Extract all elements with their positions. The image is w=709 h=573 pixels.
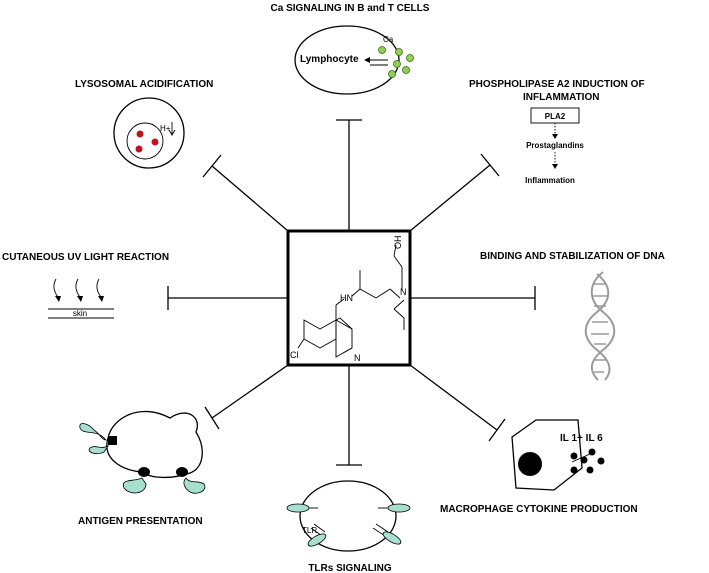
proton-label: H+ [160,124,171,133]
connector-lower-right-bar [488,418,506,442]
lysosome-particles [135,130,159,153]
lymphocyte-label: Lymphocyte [300,54,359,65]
label-macrophage: MACROPHAGE CYTOKINE PRODUCTION [440,504,638,515]
tertiary-amine-label: N [400,287,407,297]
calcium-ions [378,46,414,78]
chlorine-label: Cl [290,350,299,360]
lymphocyte-cell [294,25,400,95]
label-phospholipase-1: PHOSPHOLIPASE A2 INDUCTION OF [469,79,645,90]
benzene-ring [303,319,337,349]
tlr-receptors [286,503,411,547]
inflammation-label: Inflammation [525,176,575,185]
connector-lower-right [409,364,498,431]
label-lysosomal: LYSOSOMAL ACIDIFICATION [75,79,213,90]
tlr-cell [299,480,397,552]
tlr-label: TLR [302,526,317,535]
macrophage-nucleus [518,452,542,476]
chloroquine-structure [297,244,405,358]
cytokine-arrow [571,453,591,463]
secondary-amine-label: HN [340,293,353,303]
label-phospholipase-2: INFLAMMATION [523,92,599,103]
ring-nitrogen-label: N [354,353,361,363]
label-cutaneous: CUTANEOUS UV LIGHT REACTION [2,252,169,263]
mhc-receptors [79,423,206,494]
connector-lower-left [211,364,289,419]
label-tlrs: TLRs SIGNALING [308,563,392,573]
pla2-label: PLA2 [545,112,566,121]
skin-label: skin [73,309,87,318]
label-antigen: ANTIGEN PRESENTATION [78,516,203,527]
antigen-presenting-cell [106,410,203,479]
connector-lower-left-bar [204,406,220,430]
uv-light-arrows [53,278,104,302]
label-ca-signaling: Ca SIGNALING IN B and T CELLS [271,3,430,14]
lysosome-inner [126,122,164,160]
cytokine-dots [570,448,605,474]
inhibition-connectors [167,119,536,466]
dna-helix [584,271,616,381]
pyridine-ring [335,317,353,358]
cytokine-label: IL 1+ IL 6 [560,433,603,444]
connector-upper-left-bar [202,154,222,178]
connector-upper-right [409,164,491,232]
lysosome-outer [113,97,185,169]
connector-upper-right-bar [480,153,500,177]
hydroxyl-label: OH [393,236,403,250]
macrophage-cell [511,419,583,491]
connector-upper-left [211,165,289,232]
label-dna-binding: BINDING AND STABILIZATION OF DNA [480,251,665,262]
ca-label: Ca [383,35,394,44]
prostaglandins-label: Prostaglandins [526,141,584,150]
